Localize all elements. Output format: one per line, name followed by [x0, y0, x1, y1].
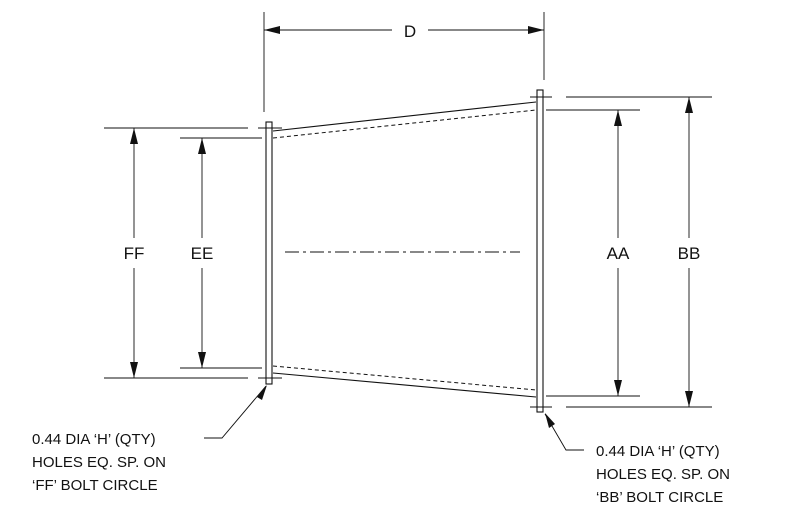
d-arrow-right [528, 26, 544, 34]
ff-arrow-top [130, 128, 138, 144]
ee-arrow-bottom [198, 352, 206, 368]
d-dimension-label: D [404, 22, 416, 41]
cone-top-hidden-line [272, 109, 537, 139]
right-note-leader-arrow [545, 413, 555, 428]
left-note-leader-arrow [257, 385, 267, 400]
cone-bottom-line [272, 372, 537, 398]
right-note-line-3: ‘BB’ BOLT CIRCLE [596, 489, 723, 506]
left-note-line-3: ‘FF’ BOLT CIRCLE [32, 477, 158, 494]
ee-arrow-top [198, 138, 206, 154]
left-note-line-1: 0.44 DIA ‘H’ (QTY) [32, 431, 156, 448]
left-note-line-2: HOLES EQ. SP. ON [32, 454, 166, 471]
bb-arrow-top [685, 97, 693, 113]
bb-dimension-label: BB [678, 244, 701, 263]
left-note-leader [204, 385, 267, 439]
right-note-leader [544, 413, 584, 451]
right-note-line-2: HOLES EQ. SP. ON [596, 466, 730, 483]
left-flange [265, 121, 273, 385]
ff-dimension-label: FF [124, 244, 145, 263]
aa-dimension-label: AA [607, 244, 630, 263]
cone-top-line [272, 101, 537, 132]
ff-arrow-bottom [130, 362, 138, 378]
ee-dimension-label: EE [191, 244, 214, 263]
d-arrow-left [264, 26, 280, 34]
aa-arrow-top [614, 110, 622, 126]
right-note-line-1: 0.44 DIA ‘H’ (QTY) [596, 443, 720, 460]
cone-bottom-hidden-line [272, 365, 537, 391]
right-flange [536, 89, 544, 413]
aa-arrow-bottom [614, 380, 622, 396]
bb-arrow-bottom [685, 391, 693, 407]
